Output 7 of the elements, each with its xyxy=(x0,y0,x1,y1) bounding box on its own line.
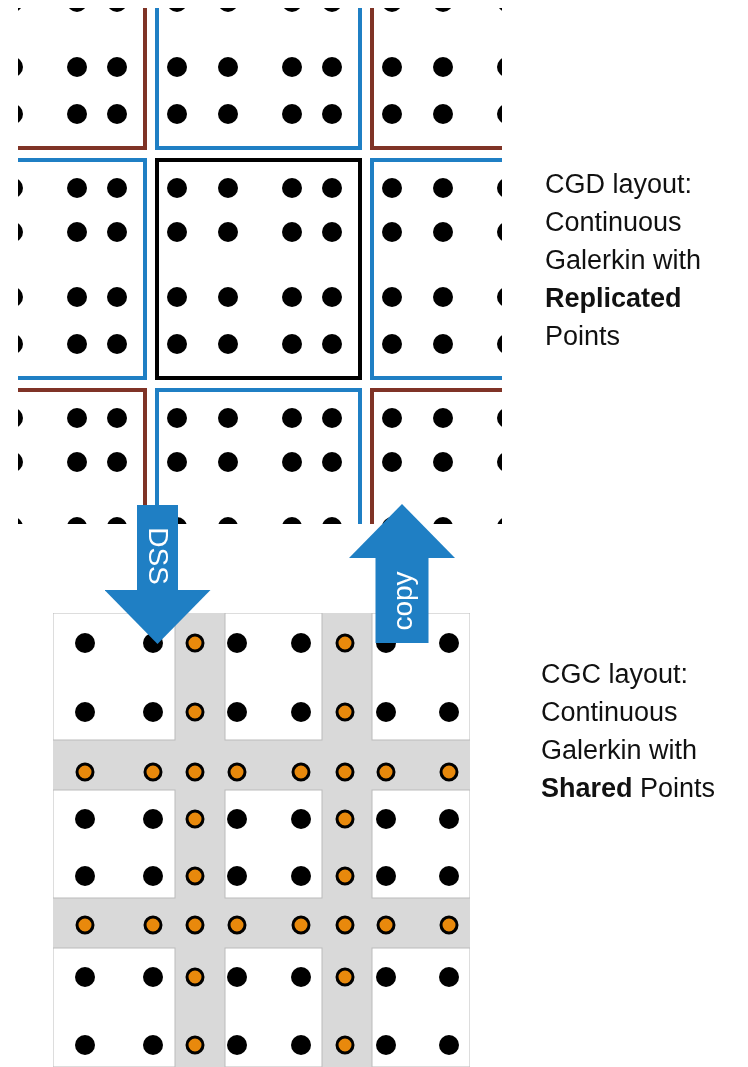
block-arrow xyxy=(104,505,211,644)
layout-description: CGC layout: Continuous Galerkin with Shared Points xyxy=(541,658,717,805)
block-arrow xyxy=(349,504,455,643)
edge-label: DSS xyxy=(142,526,173,585)
edge-label: copy xyxy=(387,570,418,631)
element-grid-drawing xyxy=(18,8,502,524)
layout-description: CGD layout: Continuous Galerkin with Replicated Points xyxy=(545,168,703,353)
